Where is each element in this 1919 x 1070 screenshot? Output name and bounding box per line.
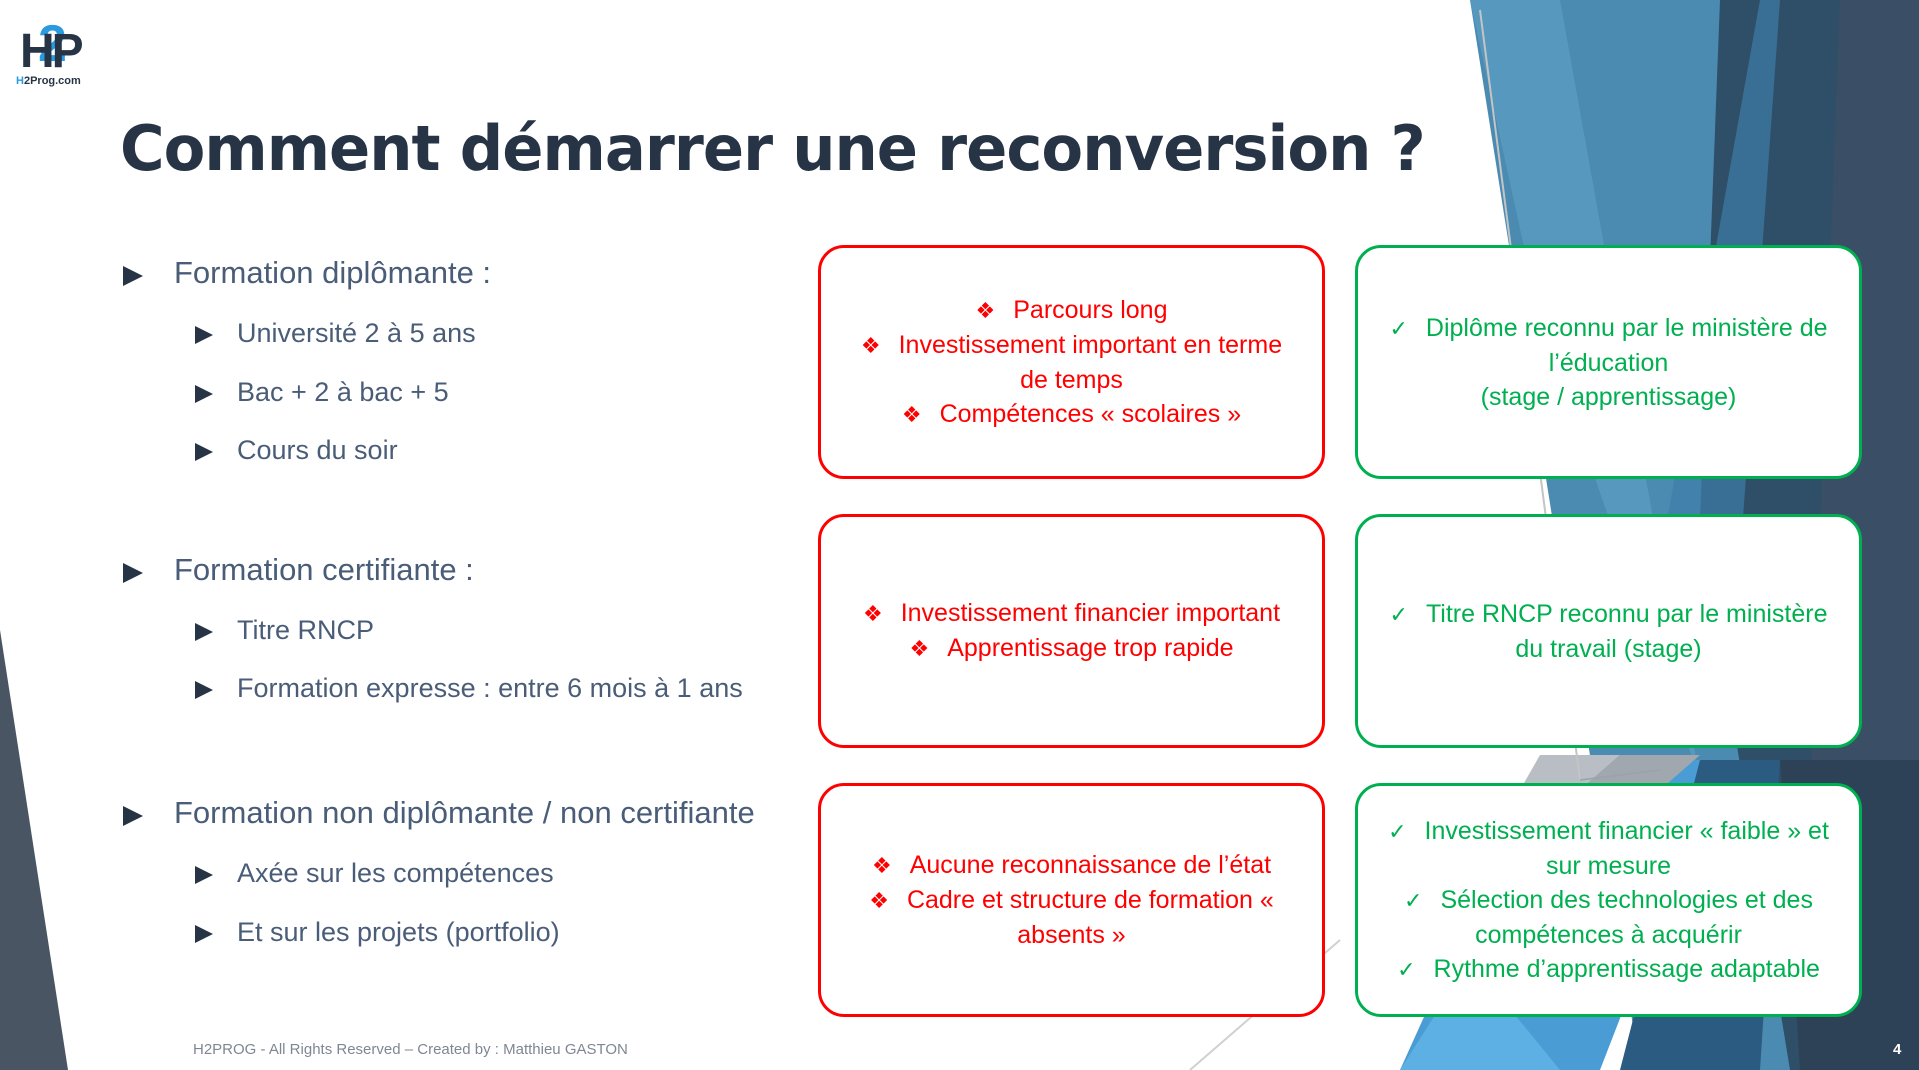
- pros-box-non-diplomante: ✓Investissement financier « faible » et …: [1355, 783, 1862, 1017]
- checkmark-icon: ✓: [1388, 818, 1407, 844]
- cons-item: ❖Investissement financier important: [837, 596, 1306, 631]
- checkmark-icon: ✓: [1397, 956, 1416, 982]
- diamond-bullet-icon: ❖: [909, 636, 930, 661]
- cons-item: ❖Aucune reconnaissance de l’état: [846, 848, 1297, 883]
- outline-subitem: Université 2 à 5 ans: [237, 318, 476, 348]
- checkmark-icon: ✓: [1389, 601, 1408, 627]
- pros-item: ✓Sélection des technologies et des compé…: [1404, 885, 1813, 949]
- cons-box-certifiante: ❖Investissement financier important ❖App…: [818, 514, 1325, 748]
- checkmark-icon: ✓: [1389, 315, 1408, 341]
- logo-hp-glyph: HP: [20, 25, 84, 78]
- triangle-bullet-icon: [195, 623, 213, 641]
- diamond-bullet-icon: ❖: [862, 601, 883, 626]
- outline-subitem: Bac + 2 à bac + 5: [237, 377, 449, 407]
- cons-item: ❖Apprentissage trop rapide: [883, 631, 1259, 666]
- outline-subitem: Axée sur les compétences: [237, 858, 554, 888]
- pros-item: ✓Diplôme reconnu par le ministère de l’é…: [1389, 313, 1828, 377]
- triangle-bullet-icon: [195, 681, 213, 699]
- pros-box-diplomante: ✓Diplôme reconnu par le ministère de l’é…: [1355, 245, 1862, 479]
- logo-two-glyph: 2: [38, 15, 67, 73]
- cons-box-non-diplomante: ❖Aucune reconnaissance de l’état ❖Cadre …: [818, 783, 1325, 1017]
- triangle-bullet-icon: [195, 443, 213, 461]
- pros-item: ✓Titre RNCP reconnu par le ministère du …: [1389, 599, 1828, 663]
- outline-heading: Formation non diplômante / non certifian…: [174, 795, 755, 830]
- logo-subtitle: H2Prog.com: [16, 75, 81, 87]
- cons-item: ❖Parcours long: [950, 293, 1194, 328]
- triangle-bullet-icon: [195, 326, 213, 344]
- cons-item: ❖Cadre et structure de formation « absen…: [869, 886, 1274, 949]
- pros-box-certifiante: ✓Titre RNCP reconnu par le ministère du …: [1355, 514, 1862, 748]
- outline-subitem: Et sur les projets (portfolio): [237, 917, 560, 947]
- slide-title: Comment démarrer une reconversion ?: [120, 112, 1426, 185]
- outline-subitem: Cours du soir: [237, 435, 398, 465]
- page-number: 4: [1893, 1041, 1902, 1058]
- triangle-bullet-icon: [123, 806, 143, 826]
- pros-item: ✓Investissement financier « faible » et …: [1388, 816, 1829, 880]
- diamond-bullet-icon: ❖: [860, 332, 881, 358]
- diamond-bullet-icon: ❖: [975, 297, 996, 323]
- triangle-bullet-icon: [123, 563, 143, 583]
- cons-item: ❖Compétences « scolaires »: [876, 397, 1267, 432]
- diamond-bullet-icon: ❖: [901, 401, 922, 427]
- pros-item-note: (stage / apprentissage): [1480, 382, 1737, 411]
- cons-box-diplomante: ❖Parcours long ❖Investissement important…: [818, 245, 1325, 479]
- diamond-bullet-icon: ❖: [869, 888, 889, 913]
- triangle-bullet-icon: [195, 925, 213, 943]
- outline-subitem: Titre RNCP: [237, 615, 375, 645]
- h2prog-logo: 2 HP H2Prog.com: [14, 15, 89, 90]
- cons-item: ❖Investissement important en terme de te…: [860, 330, 1283, 394]
- diamond-bullet-icon: ❖: [871, 853, 892, 878]
- outline-heading: Formation certifiante :: [174, 552, 474, 587]
- triangle-bullet-icon: [123, 266, 143, 286]
- triangle-bullet-icon: [195, 385, 213, 403]
- slide-footer: H2PROG - All Rights Reserved – Created b…: [193, 1041, 628, 1058]
- triangle-bullet-icon: [195, 866, 213, 884]
- checkmark-icon: ✓: [1404, 887, 1423, 913]
- outline-subitem: Formation expresse : entre 6 mois à 1 an…: [237, 673, 743, 703]
- outline-heading: Formation diplômante :: [174, 255, 492, 290]
- pros-item: ✓Rythme d’apprentissage adaptable: [1371, 952, 1846, 987]
